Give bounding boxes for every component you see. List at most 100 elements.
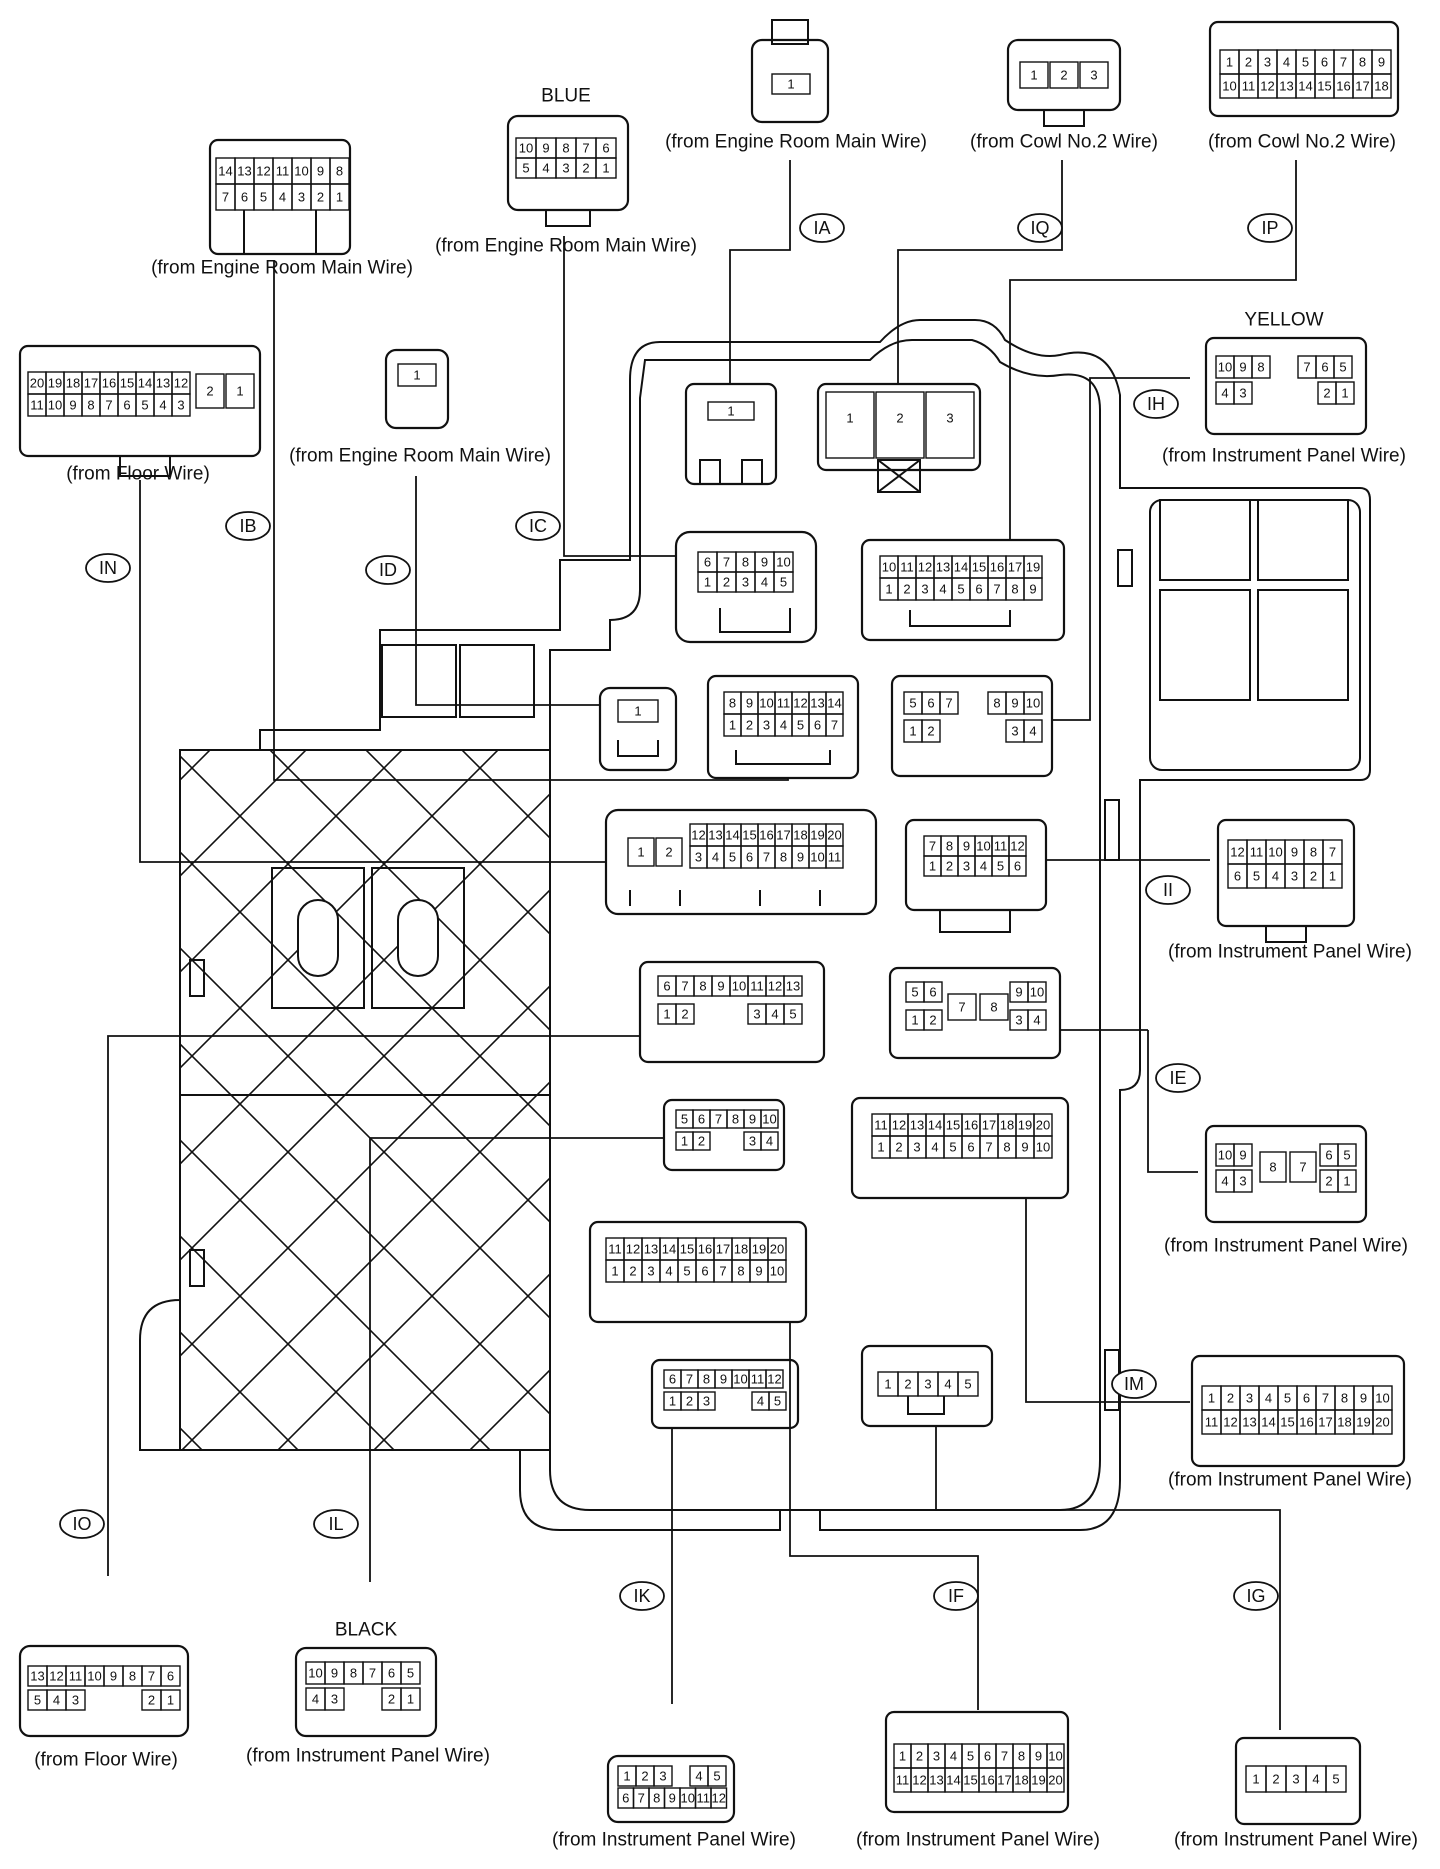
pin-number: 3 (647, 1264, 654, 1279)
pin-number: 7 (715, 1112, 722, 1127)
pin-cell (825, 713, 844, 737)
pin-number: 5 (780, 575, 787, 590)
pin-number: 9 (1029, 582, 1036, 597)
pin-number: 4 (931, 1140, 938, 1155)
pin-number: 6 (1014, 859, 1021, 874)
junction-block-outline (139, 319, 1371, 1531)
pin-number: 9 (1015, 985, 1022, 1000)
pin-number: 4 (1221, 386, 1228, 401)
tag-circle (1145, 875, 1191, 905)
pin-number: 12 (1260, 79, 1274, 94)
pin-number: 6 (704, 555, 711, 570)
pin-number: 17 (1008, 560, 1022, 575)
pin-number: 5 (964, 1377, 971, 1392)
pin-number: 6 (622, 1791, 629, 1806)
tag-label: IL (328, 1514, 343, 1534)
side-tab-1 (189, 959, 205, 997)
fuse-slot-1 (381, 644, 457, 718)
pin-number: 16 (698, 1242, 712, 1257)
pin-number: 14 (1261, 1415, 1275, 1430)
pin-number: 7 (719, 1264, 726, 1279)
pin-number: 5 (34, 1693, 41, 1708)
pin-number: 18 (793, 828, 807, 843)
pin-number: 5 (1339, 360, 1346, 375)
pin-cell (1337, 1143, 1357, 1167)
pin-number: 3 (933, 1749, 940, 1764)
caption-II: (from Instrument Panel Wire) (1168, 942, 1412, 963)
pin-number: 4 (279, 190, 286, 205)
pin-number: 7 (763, 850, 770, 865)
pin-number: 6 (929, 985, 936, 1000)
pin-number: 4 (1283, 55, 1290, 70)
pin-number: 8 (729, 696, 736, 711)
pin-number: 3 (331, 1692, 338, 1707)
tag-circle (225, 511, 271, 541)
pin-number: 7 (148, 1669, 155, 1684)
leader-IP (1009, 160, 1297, 540)
pin-number: 15 (963, 1773, 977, 1788)
tag-IK: IK (619, 1581, 665, 1611)
pin-number: 16 (1299, 1415, 1313, 1430)
tag-label: IH (1147, 394, 1165, 414)
pin-number: 11 (608, 1242, 622, 1257)
pin-number: 10 (1030, 985, 1044, 1000)
pin-number: 10 (308, 1666, 322, 1681)
pin-number: 14 (138, 376, 152, 391)
tag-label: IE (1169, 1068, 1186, 1088)
relay-1-slot (297, 899, 339, 977)
pin-cell (655, 837, 683, 867)
pin-cell (979, 993, 1009, 1021)
pin-number: 5 (967, 1749, 974, 1764)
pin-number: 11 (697, 1791, 711, 1806)
caption-IC: (from Engine Room Main Wire) (435, 236, 697, 257)
pin-number: 5 (911, 985, 918, 1000)
pin-cell (160, 1689, 181, 1711)
pin-number: 4 (980, 859, 987, 874)
pin-number: 11 (994, 839, 1008, 854)
pin-number: 10 (732, 979, 746, 994)
relay-2 (371, 867, 465, 1009)
pin-number: 10 (519, 141, 533, 156)
leader-lines (107, 160, 1297, 1730)
pin-cell (1233, 1169, 1253, 1193)
tag-IO: IO (59, 1509, 105, 1539)
pin-number: 3 (1264, 55, 1271, 70)
pin-number: 19 (48, 376, 62, 391)
pin-number: 10 (1268, 845, 1282, 860)
tag-IC: IC (515, 511, 561, 541)
pin-number: 18 (66, 376, 80, 391)
pin-number: 18 (1374, 79, 1388, 94)
pin-number: 1 (1226, 55, 1233, 70)
color-label-yellow: YELLOW (1244, 310, 1323, 331)
pin-number: 13 (30, 1669, 44, 1684)
tag-IB: IB (225, 511, 271, 541)
tag-circle (1155, 1063, 1201, 1093)
pin-number: 7 (582, 141, 589, 156)
junction-block-body (139, 319, 1371, 1531)
pin-number: 12 (1223, 1415, 1237, 1430)
pin-number: 3 (753, 1007, 760, 1022)
relay-cell-2 (1257, 499, 1349, 581)
socket-IP (860, 538, 1066, 642)
pin-number: 13 (1242, 1415, 1256, 1430)
pin-number: 12 (691, 828, 705, 843)
pin-number: 3 (1015, 1013, 1022, 1028)
pin-number: 7 (831, 718, 838, 733)
socket-IC (674, 530, 818, 644)
pin-number: 2 (1245, 55, 1252, 70)
pin-number: 9 (331, 1666, 338, 1681)
pin-number: 8 (87, 398, 94, 413)
side-tab-5 (1117, 549, 1133, 587)
